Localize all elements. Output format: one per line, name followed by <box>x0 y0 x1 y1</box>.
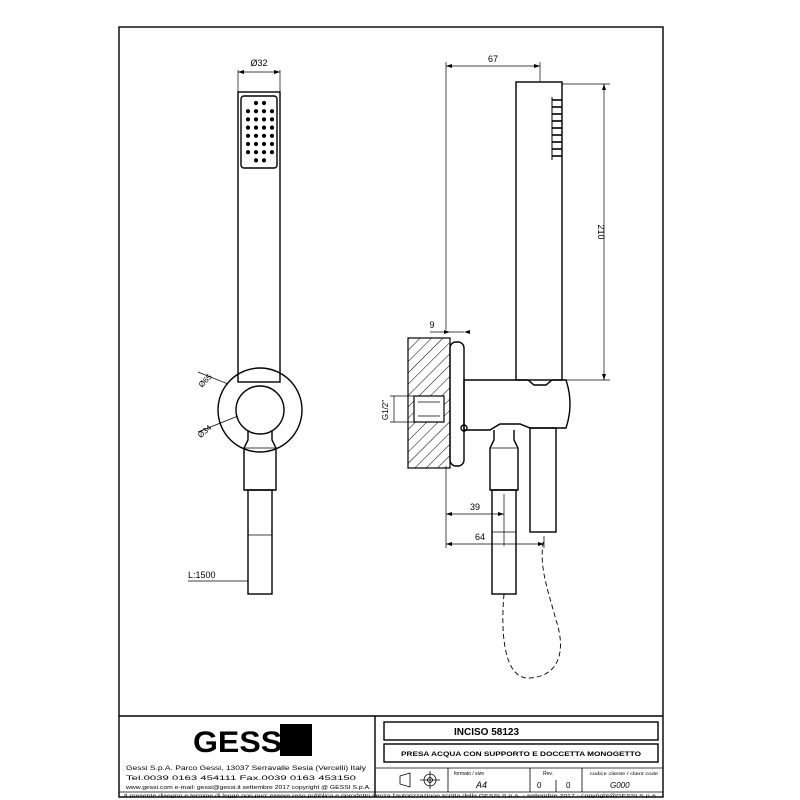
dim-diameter-top: Ø32 <box>250 58 267 68</box>
spray-nozzle-dot <box>253 109 259 114</box>
spray-nozzles <box>245 100 275 163</box>
handle-stub <box>529 427 557 533</box>
spray-nozzle-dot <box>253 133 259 138</box>
wall-flange-outer <box>217 367 303 453</box>
spray-nozzle-dot <box>261 158 267 163</box>
spray-nozzle-dot <box>261 117 267 122</box>
dim-depth-short: 39 <box>470 502 480 512</box>
spray-nozzle-dot <box>261 141 267 147</box>
client-code-label: codice cliente / client code <box>590 771 659 776</box>
product-code-box <box>383 721 659 741</box>
front-view: Ø32 Ø65 Ø34 L:1500 <box>188 58 303 595</box>
description-box <box>383 743 659 763</box>
hose-loop-dashed <box>502 537 561 679</box>
dim-diameter-inner: Ø34 <box>196 423 214 440</box>
spray-nozzle-dot <box>253 141 259 147</box>
shower-handle-profile <box>515 81 563 381</box>
dim-height: 210 <box>596 224 606 239</box>
company-address: Gessi S.p.A. Parco Gessi, 13037 Serraval… <box>126 765 367 772</box>
client-code-value: G000 <box>610 781 630 790</box>
copyright-footer: Il presente disegno e termine di legge n… <box>124 793 658 798</box>
spray-nozzle-dot <box>269 150 275 155</box>
spray-nozzle-dot <box>245 125 251 130</box>
dim-thread: G1/2" <box>381 400 390 420</box>
format-value: A4 <box>475 780 487 790</box>
projection-symbol <box>399 771 440 789</box>
title-block: GESSI Gessi S.p.A. Parco Gessi, 13037 Se… <box>119 715 663 798</box>
brand-logo: GESSI <box>193 726 291 759</box>
threaded-inlet <box>413 395 445 423</box>
dim-diameter-outer: Ø65 <box>197 372 214 389</box>
spray-nozzle-dot <box>261 125 267 130</box>
spray-nozzle-dot <box>245 150 251 155</box>
spray-nozzle-dot <box>245 117 251 122</box>
spray-nozzle-dot <box>261 150 267 155</box>
spray-nozzle-dot <box>261 100 267 106</box>
side-view: 67 210 G1/2" 9 <box>381 54 610 679</box>
spray-nozzle-dot <box>269 133 275 138</box>
spray-nozzle-dot <box>269 109 275 114</box>
spray-nozzle-dot <box>245 109 251 114</box>
company-phone: Tel.0039 0163 454111 Fax.0039 0163 45315… <box>126 775 357 782</box>
spray-nozzle-dot <box>253 125 259 130</box>
brand-logo-square <box>280 724 312 756</box>
wall-outlet-inner <box>235 385 285 435</box>
dim-thickness: 9 <box>429 320 434 330</box>
spray-nozzle-dot <box>261 109 267 114</box>
spray-nozzle-dot <box>253 150 259 155</box>
revision-value-1: 0 <box>537 781 542 790</box>
wall-flange-plate <box>449 341 465 467</box>
nozzle-comb <box>551 97 562 160</box>
hand-shower-body <box>237 91 281 383</box>
dim-depth-long: 64 <box>475 532 485 542</box>
product-description: PRESA ACQUA CON SUPPORTO E DOCCETTA MONO… <box>401 751 641 758</box>
company-web: www.gessi.com e-mail: gessi@gessi.it set… <box>126 785 371 791</box>
spray-nozzle-dot <box>245 141 251 147</box>
dim-width: 67 <box>488 54 498 64</box>
shower-hose <box>247 489 273 595</box>
spray-nozzle-dot <box>269 117 275 122</box>
support-arm <box>463 379 571 431</box>
dim-length: L:1500 <box>188 570 216 580</box>
spray-face <box>240 95 278 169</box>
spray-nozzle-dot <box>261 133 267 138</box>
revision-label: Rev. <box>543 771 553 777</box>
spray-nozzle-dot <box>253 100 259 106</box>
spray-nozzle-dot <box>269 141 275 147</box>
spray-nozzle-dot <box>269 125 275 130</box>
format-label: formato / size <box>454 771 484 777</box>
spray-nozzle-dot <box>253 117 259 122</box>
spray-nozzle-dot <box>253 158 259 163</box>
sheet-border <box>118 26 664 798</box>
spray-nozzle-dot <box>245 133 251 138</box>
revision-value-2: 0 <box>566 781 571 790</box>
product-code: INCISO 58123 <box>454 727 519 738</box>
